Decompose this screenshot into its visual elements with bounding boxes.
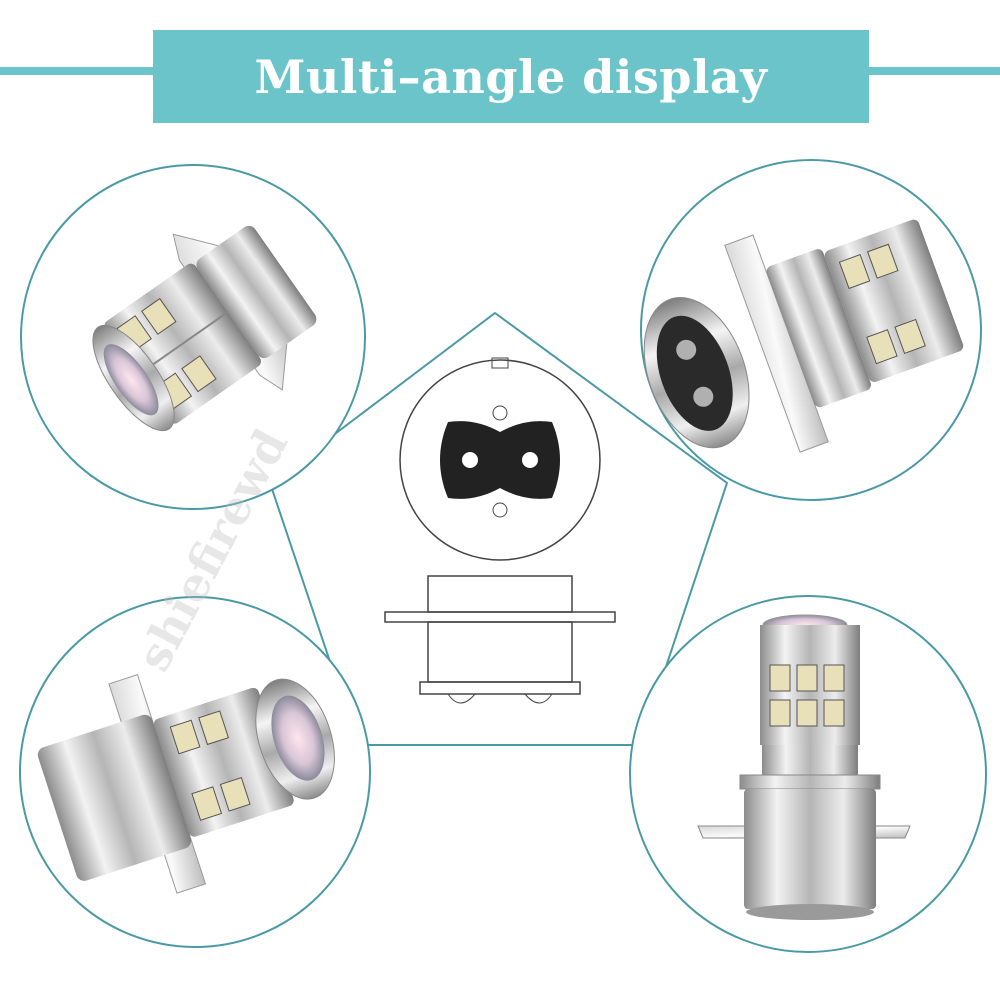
led-bulb-icon xyxy=(92,225,317,432)
header-banner: Multi–angle display xyxy=(0,0,1000,130)
banner-shape xyxy=(0,30,1000,123)
led-bulb-icon xyxy=(37,674,335,894)
led-bulb-upright-icon xyxy=(697,614,911,920)
page-title: Multi–angle display xyxy=(254,49,768,104)
p15d-socket-diagram-icon xyxy=(384,357,616,704)
led-bulb-base-icon xyxy=(643,219,964,453)
